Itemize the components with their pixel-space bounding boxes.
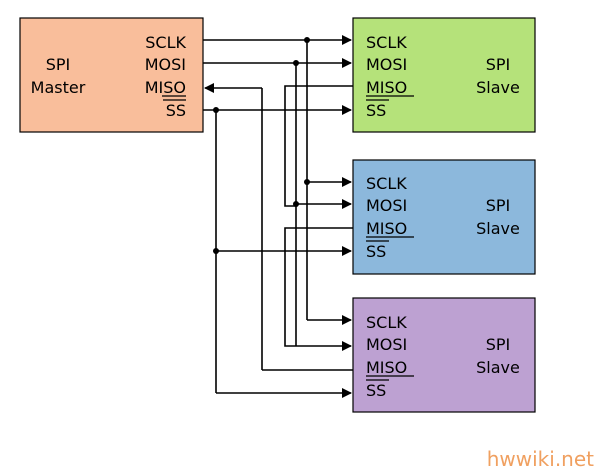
slave1-pin-mosi: MOSI [366,55,407,74]
slave2-title-1: SPI [486,196,511,215]
slave1-pin-miso: MISO [366,78,407,97]
miso-lines [204,83,353,371]
slave3-pin-ss: SS [366,381,386,400]
slave2-pin-miso: MISO [366,219,407,238]
master-title-2: Master [31,78,86,97]
slave2-pin-sclk: SCLK [366,174,407,193]
slave3-pin-mosi: MOSI [366,335,407,354]
sclk-bus [203,35,352,325]
ss-junction-1 [213,107,219,113]
slave2-pin-mosi: MOSI [366,196,407,215]
master-box [19,17,204,133]
slave1-pin-ss: SS [366,101,386,120]
slave2-title-2: Slave [476,219,520,238]
master-pin-sclk: SCLK [145,33,186,52]
slave1-title-1: SPI [486,55,511,74]
ss-lines [203,105,352,398]
master-pin-ss: SS [166,101,186,120]
slave1-title-2: Slave [476,78,520,97]
ss-junction-2 [213,248,219,254]
slave-box-2 [352,159,536,275]
mosi-junction-1 [293,60,299,66]
slave3-pin-miso: MISO [366,358,407,377]
sclk-junction-1 [304,37,310,43]
master-pin-mosi: MOSI [145,55,186,74]
slave-box-3 [352,297,536,413]
master-pin-miso: MISO [145,78,186,97]
slave3-pin-sclk: SCLK [366,313,407,332]
slave3-title-1: SPI [486,335,511,354]
sclk-junction-2 [304,179,310,185]
master-title-1: SPI [46,55,71,74]
slave1-pin-sclk: SCLK [366,33,407,52]
slave3-title-2: Slave [476,358,520,377]
slave-box-1 [352,17,536,133]
mosi-bus [203,58,352,351]
watermark: hwwiki.net [487,447,594,471]
slave2-pin-ss: SS [366,242,386,261]
